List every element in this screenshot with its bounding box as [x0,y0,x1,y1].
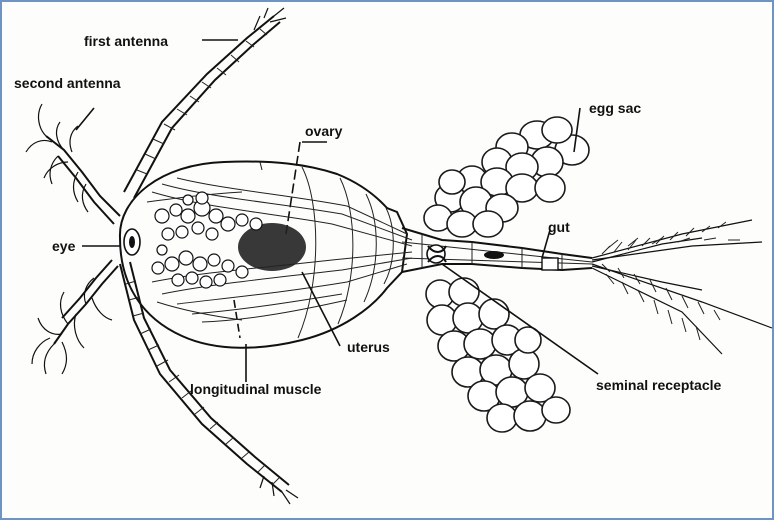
egg-sac-lower [426,278,570,432]
label-ovary: ovary [305,123,343,139]
label-longitudinal-muscle: longitudinal muscle [190,381,322,397]
ovary-cluster [152,192,306,288]
label-first-antenna: first antenna [84,33,168,49]
label-seminal-receptacle: seminal receptacle [596,377,722,393]
label-second-antenna: second antenna [14,75,121,91]
second-antenna-upper [26,104,120,224]
label-egg-sac: egg sac [589,100,641,116]
caudal-setae [592,220,772,354]
label-gut: gut [548,219,570,235]
eye [124,229,140,255]
second-antenna-lower [32,260,118,374]
label-eye: eye [52,238,76,254]
label-uterus: uterus [347,339,390,355]
